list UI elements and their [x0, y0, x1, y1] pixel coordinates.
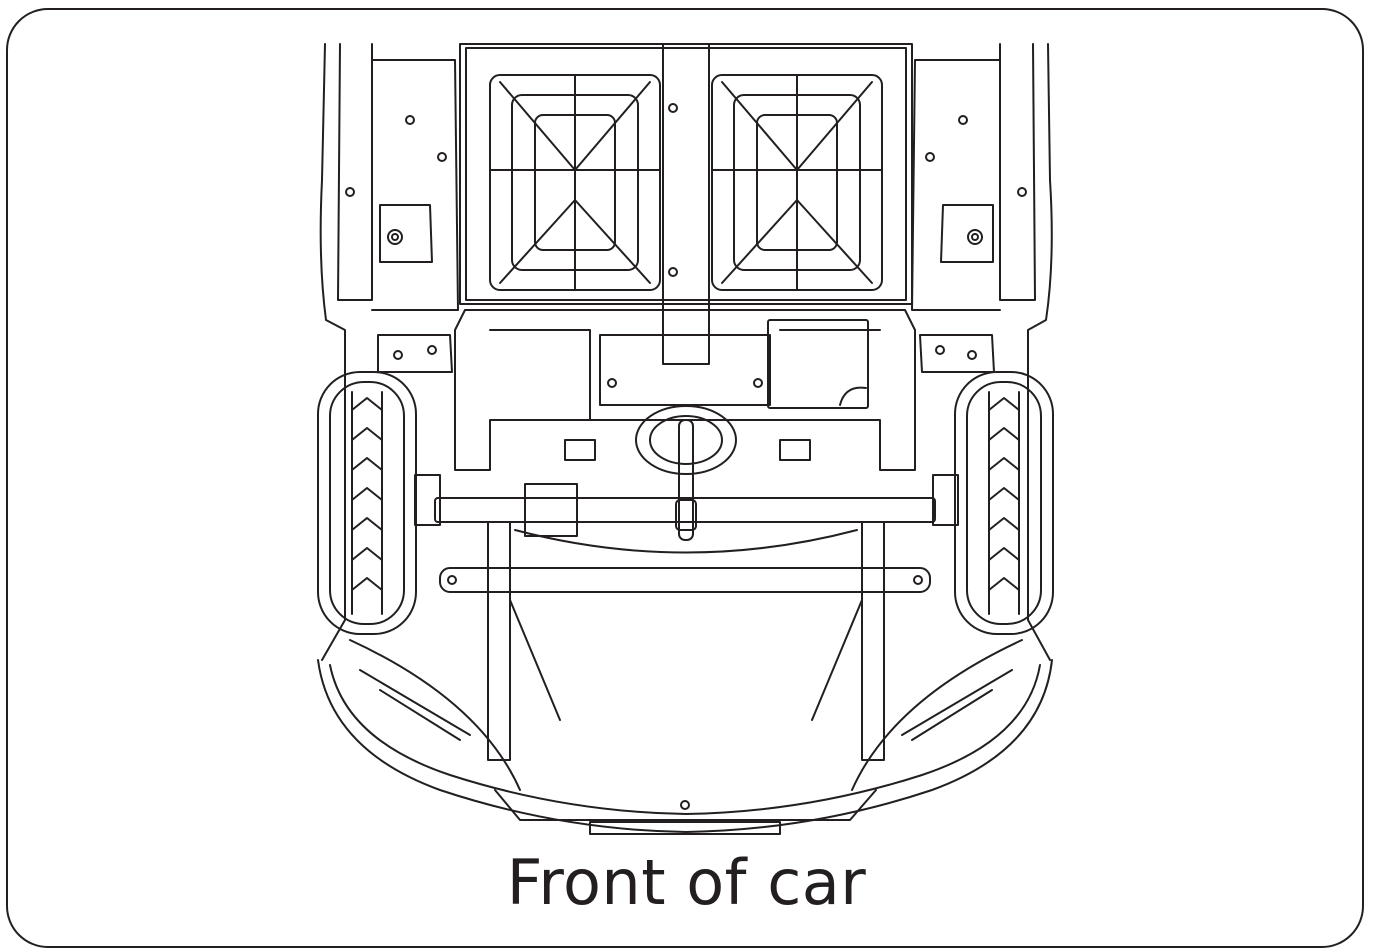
steering-column: [599, 43, 771, 541]
front-bumper: [317, 659, 1053, 835]
car-underside-drawing: [317, 43, 1054, 835]
front-axle: [349, 483, 1023, 791]
seat: [459, 43, 913, 305]
left-front-wheel: [317, 334, 453, 635]
right-front-wheel: [919, 334, 1054, 635]
car-body-outline: [319, 43, 1053, 661]
battery-box: [454, 309, 916, 471]
figure-caption: Front of car: [506, 846, 867, 919]
